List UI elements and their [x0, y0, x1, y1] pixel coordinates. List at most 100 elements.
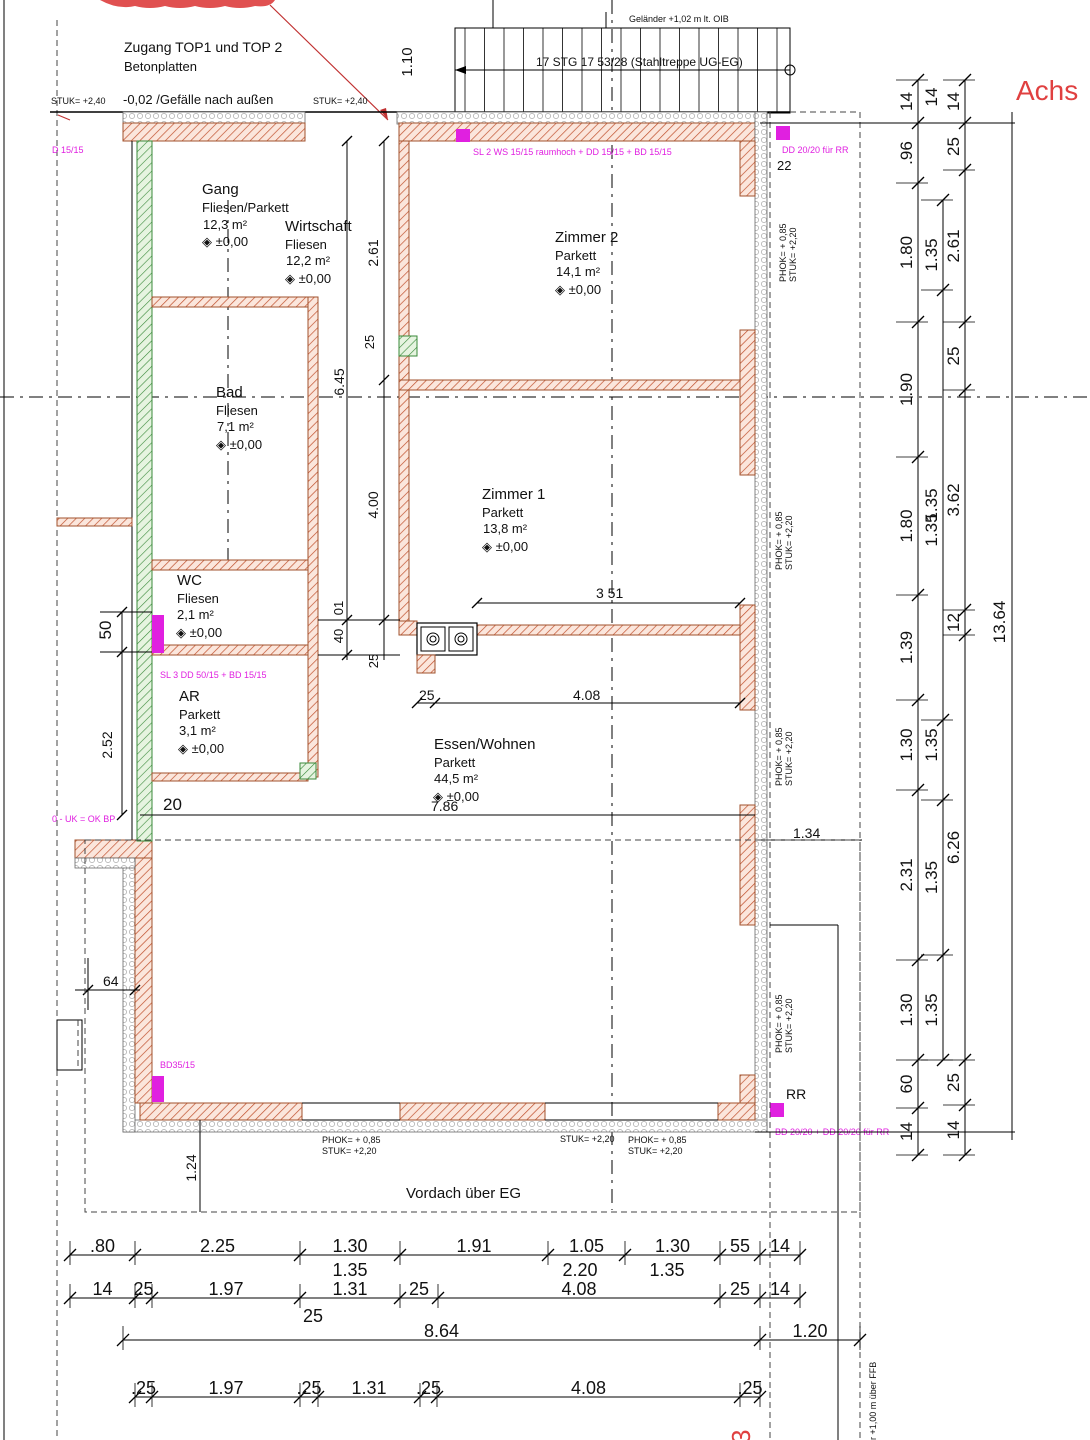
bdim-r2-1: 25: [133, 1279, 153, 1299]
svg-text:◈ ±0,00: ◈ ±0,00: [216, 437, 262, 452]
shaft-sl2: SL 2 WS 15/15 raumhoch + DD 15/15 + BD 1…: [473, 147, 672, 157]
svg-text:PHOK= + 0,85: PHOK= + 0,85: [778, 223, 788, 282]
svg-text:Zimmer 2: Zimmer 2: [555, 229, 618, 246]
dim-total-1364: 13.64: [990, 601, 1009, 644]
room-essen-wohnen: Essen/Wohnen Parkett 44,5 m² ◈ ±0,00: [433, 736, 535, 804]
walls: [56, 111, 768, 1133]
rdim-135-3: 1.35: [922, 728, 941, 761]
shaft-dd20: DD 20/20 für RR: [782, 145, 849, 155]
svg-text:Parkett: Parkett: [179, 707, 221, 722]
bdim-r2-7: 14: [770, 1279, 790, 1299]
access-sub: Betonplatten: [124, 59, 197, 74]
inner-dimensions: 2.61 25 6.45 4.00 01 40 25 22 3 51 25 4.…: [56, 135, 862, 1212]
shaft-dd15: D 15/15: [52, 145, 84, 155]
svg-text:◈ ±0,00: ◈ ±0,00: [285, 271, 331, 286]
svg-text:Fliesen: Fliesen: [285, 237, 327, 252]
svg-text:12,2 m²: 12,2 m²: [286, 253, 331, 268]
rdim-c1-10: 14: [897, 1122, 916, 1141]
bdim-r1b-2: 1.35: [649, 1260, 684, 1280]
svg-text:PHOK= + 0,85: PHOK= + 0,85: [774, 727, 784, 786]
rdim-c1-4: 1.80: [897, 509, 916, 542]
rdim-c2-top: 14: [922, 88, 941, 107]
svg-text:◈ ±0,00: ◈ ±0,00: [176, 625, 222, 640]
access-title: Zugang TOP1 und TOP 2: [124, 39, 282, 55]
svg-text:STUK= +2,20: STUK= +2,20: [628, 1146, 683, 1156]
svg-text:3 51: 3 51: [596, 585, 623, 601]
svg-text:25: 25: [366, 654, 381, 668]
rdim-c3-6: 6.26: [944, 831, 963, 864]
svg-text:01: 01: [331, 601, 346, 615]
svg-text:AR: AR: [179, 688, 200, 705]
svg-text:STUK= +2,20: STUK= +2,20: [784, 731, 794, 786]
svg-text:1.34: 1.34: [793, 825, 820, 841]
bdim-r4-6: .25: [737, 1378, 762, 1398]
stuk-mid: STUK= +2,40: [313, 96, 368, 106]
bdim-r2-6: 25: [730, 1279, 750, 1299]
shafts: [152, 126, 790, 1117]
svg-text:STUK= +2,20: STUK= +2,20: [784, 515, 794, 570]
svg-text:WC: WC: [177, 572, 202, 589]
svg-text:14,1 m²: 14,1 m²: [556, 264, 601, 279]
room-zimmer-1: Zimmer 1 Parkett 13,8 m² ◈ ±0,00: [482, 486, 545, 554]
vordach-label: Vordach über EG: [406, 1185, 521, 1202]
stair-label: 17 STG 17 53/28 (Stahltreppe UG-EG): [536, 55, 743, 69]
bdim-r4-2: .25: [296, 1378, 321, 1398]
rdim-c1-5: 1.39: [897, 631, 916, 664]
rdim-c1-0: 14: [897, 92, 916, 111]
svg-text:7.86: 7.86: [431, 798, 458, 814]
svg-text:13,8 m²: 13,8 m²: [483, 521, 528, 536]
svg-text:Wirtschaft: Wirtschaft: [285, 218, 353, 235]
window-notes: PHOK= + 0,85 STUK= +2,20 PHOK= + 0,85 ST…: [322, 223, 798, 1156]
bdim-r4-0: .25: [131, 1378, 156, 1398]
svg-text:STUK= +2,20: STUK= +2,20: [560, 1134, 615, 1144]
rr-label: RR: [786, 1086, 806, 1102]
svg-text:2.61: 2.61: [365, 239, 381, 266]
svg-text:Fliesen: Fliesen: [216, 403, 258, 418]
room-wirtschaft: Wirtschaft Fliesen 12,2 m² ◈ ±0,00: [285, 218, 353, 286]
bdim-r1b-0: 1.35: [332, 1260, 367, 1280]
bdim-r2-4: 25: [409, 1279, 429, 1299]
svg-text:Zimmer 1: Zimmer 1: [482, 486, 545, 503]
bdim-r2-3: 1.31: [332, 1279, 367, 1299]
bdim-r1-5: 1.30: [655, 1236, 690, 1256]
gelaender-note: Geländer +1,02 m lt. OIB: [629, 14, 729, 24]
shaft-uk: 0 - UK = OK BP: [52, 814, 115, 824]
red-annotation: [57, 0, 389, 121]
bdim-r1b-1: 2.20: [562, 1260, 597, 1280]
rdim-135-4: 1.35: [922, 993, 941, 1026]
svg-text:Gang: Gang: [202, 181, 239, 198]
svg-text:7,1 m²: 7,1 m²: [217, 419, 255, 434]
bdim-r4-4: .25: [416, 1378, 441, 1398]
access-level: -0,02 /Gefälle nach außen: [123, 92, 273, 107]
bdim-r1-7: 14: [770, 1236, 790, 1256]
shaft-bd35: BD35/15: [160, 1060, 195, 1070]
stuk-left: STUK= +2,40: [51, 96, 106, 106]
svg-text:44,5 m²: 44,5 m²: [434, 771, 479, 786]
rdim-c1-1: .96: [897, 141, 916, 165]
svg-text:Parkett: Parkett: [434, 755, 476, 770]
svg-text:◈ ±0,00: ◈ ±0,00: [202, 234, 248, 249]
rdim-c3-1: 25: [944, 137, 963, 156]
rdim-135-2: 1.35: [922, 513, 941, 546]
rdim-c1-7: 2.31: [897, 858, 916, 891]
rdim-c3-0: 14: [944, 92, 963, 111]
bdim-r3-0: 8.64: [424, 1321, 459, 1341]
svg-text:PHOK= + 0,85: PHOK= + 0,85: [322, 1135, 381, 1145]
svg-text:Bad: Bad: [216, 384, 243, 401]
stair: 17 STG 17 53/28 (Stahltreppe UG-EG) Gelä…: [454, 0, 796, 114]
svg-text:2.52: 2.52: [99, 731, 115, 758]
room-bad: Bad Fliesen 7,1 m² ◈ ±0,00: [216, 384, 262, 452]
svg-text:STUK= +2,20: STUK= +2,20: [784, 998, 794, 1053]
room-zimmer-2: Zimmer 2 Parkett 14,1 m² ◈ ±0,00: [555, 229, 618, 297]
rdim-c1-6: 1.30: [897, 728, 916, 761]
svg-text:40: 40: [331, 629, 346, 643]
rdim-c3-8: 14: [944, 1121, 963, 1140]
svg-text:◈ ±0,00: ◈ ±0,00: [178, 741, 224, 756]
room-gang: Gang Fliesen/Parkett 12,3 m² ◈ ±0,00: [202, 181, 289, 249]
svg-text:Parkett: Parkett: [482, 505, 524, 520]
bdim-r1-2: 1.30: [332, 1236, 367, 1256]
svg-text:Essen/Wohnen: Essen/Wohnen: [434, 736, 535, 753]
svg-text:PHOK= + 0,85: PHOK= + 0,85: [774, 994, 784, 1053]
